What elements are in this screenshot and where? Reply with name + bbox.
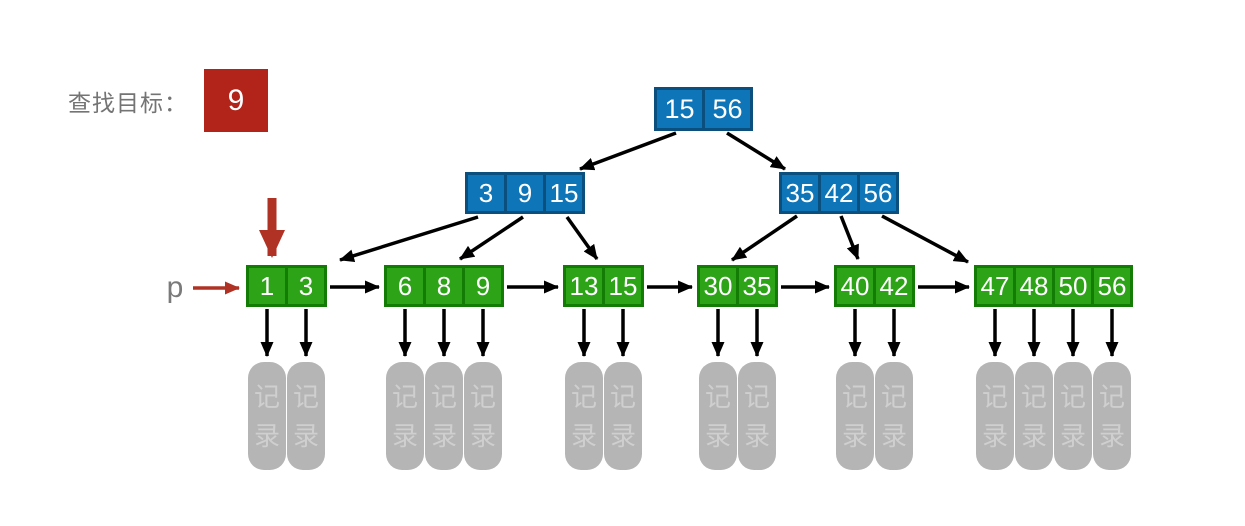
record-box: 记录 [287, 362, 325, 470]
key-cell: 56 [702, 87, 753, 131]
record-box: 记录 [1015, 362, 1053, 470]
key-cell: 15 [543, 172, 585, 214]
record-box: 记录 [976, 362, 1014, 470]
internal-node-right: 35 42 56 [779, 172, 899, 214]
key-cell: 9 [504, 172, 546, 214]
tree-edge-l1 [339, 215, 479, 263]
record-box: 记录 [464, 362, 502, 470]
key-cell: 3 [465, 172, 507, 214]
key-cell: 50 [1052, 265, 1094, 307]
key-cell: 6 [384, 265, 426, 307]
key-cell: 42 [873, 265, 915, 307]
leaf-node-5: 40 42 [834, 265, 915, 307]
record-box: 记录 [248, 362, 286, 470]
record-char: 录 [469, 420, 496, 451]
record-char: 记 [1098, 381, 1125, 412]
leaf-node-2: 6 8 9 [384, 265, 504, 307]
record-char: 录 [880, 420, 907, 451]
key-cell: 1 [246, 265, 288, 307]
record-char: 记 [609, 381, 636, 412]
record-char: 记 [880, 381, 907, 412]
record-char: 记 [391, 381, 418, 412]
tree-edge-l3 [565, 215, 599, 261]
leaf-node-6: 47 48 50 56 [974, 265, 1133, 307]
tree-edge-r2 [839, 215, 860, 260]
record-box: 记录 [699, 362, 737, 470]
key-cell: 15 [602, 265, 644, 307]
record-char: 录 [1059, 420, 1086, 451]
record-char: 记 [1059, 381, 1086, 412]
pointer-p-label: p [166, 271, 184, 304]
tree-edge-root-left [579, 131, 677, 171]
key-cell: 56 [857, 172, 899, 214]
record-box: 记录 [386, 362, 424, 470]
record-char: 录 [430, 420, 457, 451]
record-char: 录 [1020, 420, 1047, 451]
record-char: 记 [743, 381, 770, 412]
record-char: 记 [570, 381, 597, 412]
search-target-value: 9 [227, 83, 245, 117]
key-cell: 8 [423, 265, 465, 307]
tree-edge-r3 [881, 214, 969, 264]
record-box: 记录 [1093, 362, 1131, 470]
key-cell: 40 [834, 265, 876, 307]
record-char: 录 [981, 420, 1008, 451]
record-char: 录 [743, 420, 770, 451]
record-box: 记录 [604, 362, 642, 470]
key-cell: 56 [1091, 265, 1133, 307]
record-char: 记 [292, 381, 319, 412]
record-char: 记 [430, 381, 457, 412]
key-cell: 35 [779, 172, 821, 214]
record-char: 录 [570, 420, 597, 451]
record-char: 记 [981, 381, 1008, 412]
record-char: 录 [704, 420, 731, 451]
record-char: 记 [469, 381, 496, 412]
leaf-node-4: 30 35 [697, 265, 778, 307]
record-box: 记录 [836, 362, 874, 470]
tree-edge-r1 [731, 214, 798, 262]
record-char: 记 [253, 381, 280, 412]
record-box: 记录 [875, 362, 913, 470]
key-cell: 13 [563, 265, 605, 307]
record-char: 录 [391, 420, 418, 451]
key-cell: 47 [974, 265, 1016, 307]
record-box: 记录 [425, 362, 463, 470]
tree-edge-l2 [459, 215, 524, 261]
record-box: 记录 [565, 362, 603, 470]
record-char: 录 [1098, 420, 1125, 451]
record-char: 录 [841, 420, 868, 451]
key-cell: 42 [818, 172, 860, 214]
key-cell: 48 [1013, 265, 1055, 307]
internal-node-left: 3 9 15 [465, 172, 585, 214]
key-cell: 35 [736, 265, 778, 307]
key-cell: 9 [462, 265, 504, 307]
record-char: 录 [253, 420, 280, 451]
record-char: 记 [1020, 381, 1047, 412]
key-cell: 30 [697, 265, 739, 307]
record-char: 录 [609, 420, 636, 451]
search-target-label: 查找目标： [68, 90, 188, 116]
search-target-value-box: 9 [204, 69, 268, 132]
record-box: 记录 [1054, 362, 1092, 470]
record-char: 记 [704, 381, 731, 412]
key-cell: 15 [654, 87, 705, 131]
tree-edge-root-right [726, 131, 786, 171]
record-box: 记录 [738, 362, 776, 470]
leaf-node-3: 13 15 [563, 265, 644, 307]
record-char: 记 [841, 381, 868, 412]
leaf-node-1: 1 3 [246, 265, 327, 307]
root-node: 15 56 [654, 87, 753, 131]
record-char: 录 [292, 420, 319, 451]
key-cell: 3 [285, 265, 327, 307]
